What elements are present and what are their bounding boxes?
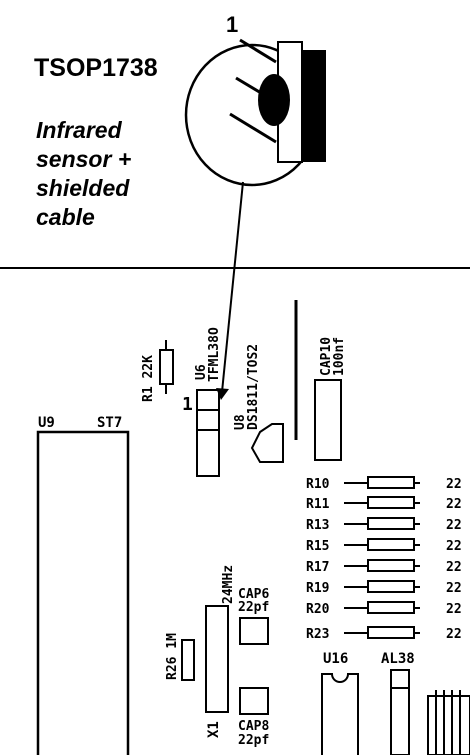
resistor-ref: R13 <box>306 518 329 533</box>
resistor-value: 22 <box>446 539 462 554</box>
resistor-row: R10 22 <box>306 476 462 492</box>
u8-part-label: DS1811/TOS2 <box>246 344 261 430</box>
cap8-value-label: 22pf <box>238 733 269 748</box>
resistor-ref: R10 <box>306 477 330 492</box>
resistor-row: R23 22 <box>306 626 462 642</box>
cap6-ref-label: CAP6 <box>238 587 269 602</box>
u6-pin1-label: 1 <box>182 394 193 415</box>
resistor-value: 22 <box>446 627 462 642</box>
u6-ref-label: U6 <box>194 364 209 380</box>
cap10-value-label: 100nf <box>332 337 347 376</box>
crystal-freq-label: 24MHz <box>221 565 236 604</box>
sensor-lead-3 <box>229 112 277 144</box>
description-text: Infrared sensor + shielded cable <box>36 117 131 230</box>
u16-chip <box>321 673 359 755</box>
resistor-ref: R11 <box>306 497 330 512</box>
u16-ref-label: U16 <box>323 651 348 667</box>
al38-ref-label: AL38 <box>381 651 415 667</box>
resistor-body <box>367 601 415 614</box>
edge-connector <box>427 690 470 755</box>
crystal-footprint <box>205 605 229 713</box>
u8-footprint <box>250 423 284 463</box>
resistor-row: R20 22 <box>306 601 462 617</box>
al38-footprint <box>390 669 410 755</box>
u6-footprint <box>196 389 220 477</box>
resistor-value: 22 <box>446 560 462 575</box>
cap6-footprint <box>239 617 269 645</box>
resistor-row: R19 22 <box>306 580 462 596</box>
u6-part-label: TFML38O <box>207 327 222 382</box>
resistor-body <box>367 496 415 509</box>
resistor-value: 22 <box>446 581 462 596</box>
resistor-ref: R23 <box>306 627 329 642</box>
resistor-ref: R15 <box>306 539 329 554</box>
pointer-arrow <box>221 181 244 393</box>
sensor-magnifier <box>184 38 326 187</box>
resistor-body <box>367 538 415 551</box>
cap10-footprint <box>314 379 342 461</box>
connector-body <box>427 695 470 755</box>
resistor-value: 22 <box>446 518 462 533</box>
cap8-ref-label: CAP8 <box>238 719 269 734</box>
sensor-lead-2 <box>235 76 277 104</box>
r1-resistor <box>159 349 174 385</box>
sensor-side <box>302 50 326 162</box>
resistor-ref: R20 <box>306 602 330 617</box>
description-line-3: shielded <box>36 175 130 201</box>
resistor-ref: R17 <box>306 560 329 575</box>
resistor-value: 22 <box>446 497 462 512</box>
cap8-footprint <box>239 687 269 715</box>
resistor-body <box>367 517 415 530</box>
description-line-4: cable <box>36 204 95 230</box>
u9-chip <box>36 430 130 755</box>
r26-resistor <box>181 639 195 681</box>
resistor-row: R13 22 <box>306 517 462 533</box>
u9-ref-label: U9 <box>38 415 55 431</box>
r26-label: R26 1M <box>165 633 180 680</box>
resistor-bank: R10 22 R11 22 R13 22 R15 22 R17 22 <box>306 476 462 642</box>
resistor-row: R15 22 <box>306 538 462 554</box>
pin-1-marker: 1 <box>226 12 238 37</box>
description-line-2: sensor + <box>36 146 131 172</box>
cap10-ref-label: CAP10 <box>319 337 334 376</box>
cap6-value-label: 22pf <box>238 600 269 615</box>
part-number-label: TSOP1738 <box>34 54 158 82</box>
description-line-1: Infrared <box>36 117 123 143</box>
r1-label: R1 22K <box>141 355 156 402</box>
resistor-body <box>367 626 415 639</box>
st7-ref-label: ST7 <box>97 415 122 431</box>
resistor-body <box>367 580 415 593</box>
resistor-value: 22 <box>446 477 462 492</box>
resistor-ref: R19 <box>306 581 329 596</box>
resistor-row: R17 22 <box>306 559 462 575</box>
resistor-body <box>367 559 415 572</box>
resistor-body <box>367 476 415 489</box>
resistor-row: R11 22 <box>306 496 462 512</box>
sensor-lead-1 <box>239 38 277 64</box>
crystal-ref-label: X1 <box>206 721 222 738</box>
resistor-value: 22 <box>446 602 462 617</box>
u8-ref-label: U8 <box>233 414 248 430</box>
